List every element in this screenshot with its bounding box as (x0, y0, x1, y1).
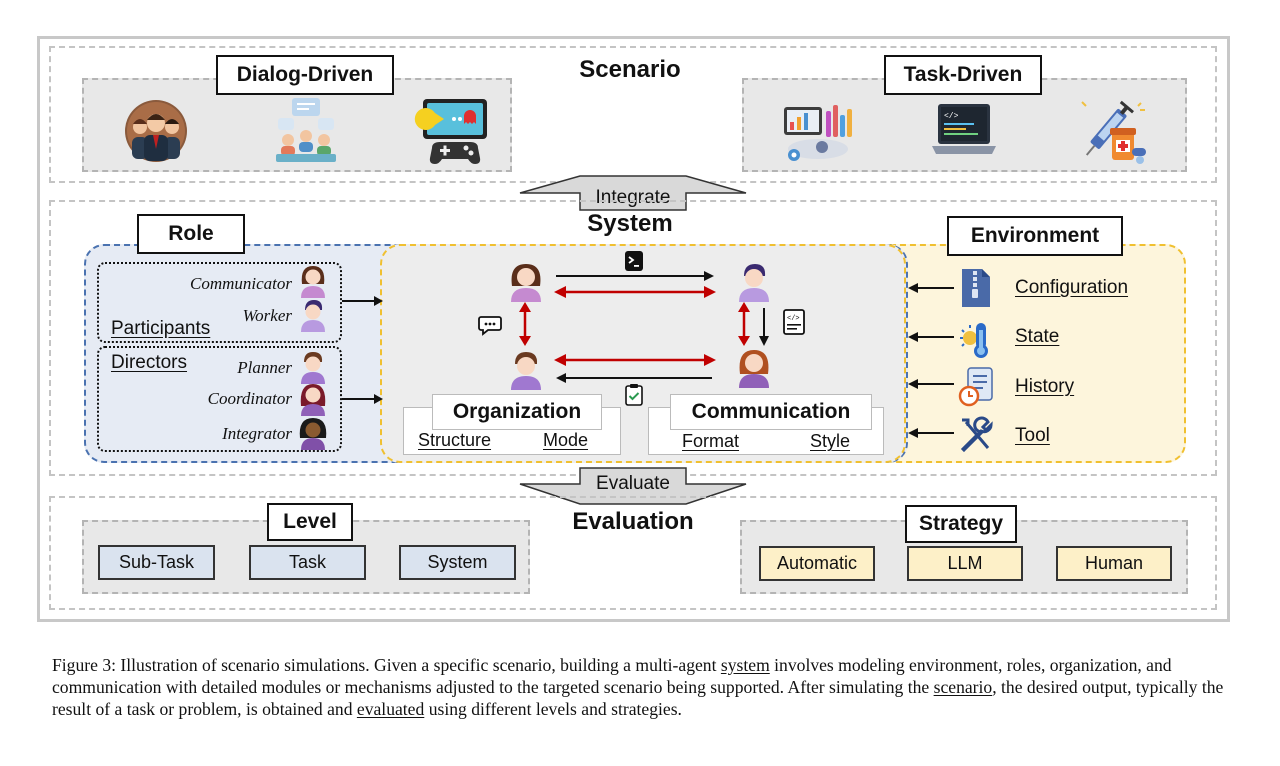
strategy-chip-human: Human (1056, 546, 1172, 581)
communication-label: Communication (670, 394, 872, 430)
caption-mid2: , the desired output, typically the resu… (52, 677, 1224, 719)
dialog-driven-label: Dialog-Driven (216, 55, 394, 95)
history-document-icon (958, 367, 993, 407)
agent-bottom-right (739, 350, 769, 388)
env-item-history: History (1015, 376, 1075, 397)
level-label: Level (267, 503, 353, 541)
medicine-icon (1081, 100, 1146, 164)
role-label: Role (137, 214, 245, 254)
structure-label: Structure (418, 430, 492, 450)
integrator-label: Integrator (222, 424, 292, 443)
env-item-tool: Tool (1015, 425, 1050, 446)
tool-wrench-icon (960, 416, 993, 453)
agent-top-left (511, 264, 541, 302)
communicator-label: Communicator (190, 274, 292, 293)
directors-arrow (342, 394, 383, 404)
meeting-icon (276, 98, 336, 162)
evaluate-label: Evaluate (596, 473, 670, 494)
svg-text:</>: </> (787, 315, 800, 323)
evaluation-title: Evaluation (572, 508, 694, 535)
participants-box (97, 262, 342, 343)
integrator-avatar (299, 418, 327, 450)
terminal-icon (625, 251, 643, 271)
worker-avatar (301, 300, 325, 332)
svg-text:</>: </> (944, 112, 959, 121)
state-thermometer-icon (960, 323, 988, 358)
integrate-label: Integrate (595, 187, 671, 208)
directors-box (97, 346, 342, 452)
code-laptop-icon: </> (932, 104, 996, 154)
caption-mid1: involves modeling environment, roles, or… (52, 655, 1172, 697)
core-arrows (519, 271, 769, 383)
caption-suffix: using different levels and strategies. (424, 699, 682, 719)
strategy-chip-llm: LLM (907, 546, 1023, 581)
coordinator-label: Coordinator (207, 389, 292, 408)
directors-label: Directors (111, 352, 188, 373)
level-chip-task: Task (249, 545, 366, 580)
worker-label: Worker (242, 306, 292, 325)
style-label: Style (810, 431, 851, 451)
caption-link-scenario: scenario (933, 677, 993, 697)
environment-region (860, 244, 1186, 463)
env-item-configuration: Configuration (1015, 277, 1129, 298)
clipboard-check-icon (625, 384, 643, 406)
level-chip-system: System (399, 545, 516, 580)
participants-label: Participants (111, 318, 211, 339)
integrate-arrow (519, 175, 747, 211)
env-arrows (908, 283, 954, 438)
strategy-chip-automatic: Automatic (759, 546, 875, 581)
data-analysis-icon (784, 105, 852, 161)
caption-prefix: Figure 3: Illustration of scenario simul… (52, 655, 721, 675)
communicator-avatar (301, 266, 325, 298)
task-driven-label: Task-Driven (884, 55, 1042, 95)
environment-label: Environment (947, 216, 1123, 256)
participants-arrow (342, 296, 383, 306)
strategy-label: Strategy (905, 505, 1017, 543)
agent-top-right (739, 264, 769, 302)
evaluation-section (49, 496, 1217, 610)
evaluate-arrow (519, 467, 747, 505)
configuration-zip-icon (962, 269, 990, 307)
caption-link-system: system (720, 655, 770, 675)
business-team-icon (125, 100, 187, 162)
mode-label: Mode (543, 430, 589, 450)
planner-label: Planner (237, 358, 292, 377)
planner-avatar (301, 352, 325, 384)
caption-link-evaluated: evaluated (356, 699, 425, 719)
figure-caption: Figure 3: Illustration of scenario simul… (52, 654, 1242, 720)
env-item-state: State (1015, 326, 1060, 347)
figure-frame (37, 36, 1230, 622)
level-chip-subtask: Sub-Task (98, 545, 215, 580)
game-controller-icon (414, 99, 487, 164)
system-title: System (587, 210, 673, 237)
code-file-icon: </> (783, 309, 805, 335)
format-label: Format (682, 431, 740, 451)
agent-bottom-left (511, 352, 541, 390)
chat-icon (478, 316, 502, 336)
organization-label: Organization (432, 394, 602, 430)
coordinator-avatar (300, 384, 326, 416)
scenario-title: Scenario (579, 56, 681, 83)
